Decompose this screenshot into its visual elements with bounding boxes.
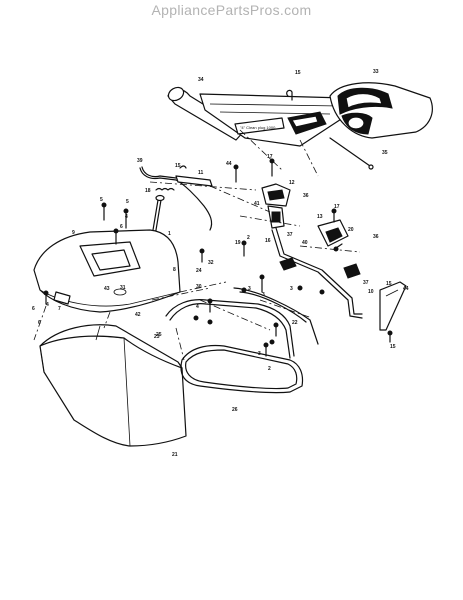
callout-4c: 4	[196, 304, 199, 310]
callout-23: 23	[154, 334, 160, 340]
callout-44: 44	[226, 161, 232, 167]
callout-15c: 15	[386, 281, 392, 287]
mount-brackets	[261, 183, 407, 331]
callout-20: 20	[348, 227, 354, 233]
callout-36b: 36	[373, 234, 379, 240]
callout-3b: 3	[290, 286, 293, 292]
callout-6c: 6	[38, 320, 41, 326]
callout-33: 33	[373, 69, 379, 75]
callout-17: 17	[267, 154, 273, 160]
alignment-lines	[33, 129, 361, 361]
bag-frame	[165, 287, 319, 394]
callout-2b: 2	[268, 366, 271, 372]
callout-5b: 5	[126, 199, 129, 205]
callout-37: 37	[287, 232, 293, 238]
callout-39: 39	[137, 158, 143, 164]
callout-41: 41	[254, 201, 260, 207]
lift-rod-assembly	[139, 165, 213, 273]
callout-32: 32	[208, 260, 214, 266]
callout-38: 18	[145, 188, 151, 194]
callout-37b: 37	[363, 280, 369, 286]
callout-6: 6	[120, 224, 123, 230]
callout-5: 5	[100, 197, 103, 203]
callout-30: 30	[196, 284, 202, 290]
callout-2: 2	[247, 235, 250, 241]
callout-16: 16	[265, 238, 271, 244]
callout-9: 9	[72, 230, 75, 236]
callout-44b: 44	[403, 286, 409, 292]
callout-3: 3	[248, 286, 251, 292]
callout-4b: 4	[46, 302, 49, 308]
callout-3c: 3	[262, 292, 265, 298]
callout-31: 31	[120, 285, 126, 291]
callout-24: 24	[196, 268, 202, 274]
callout-13: 13	[317, 214, 323, 220]
callout-15d: 15	[390, 344, 396, 350]
callout-22: 22	[292, 320, 298, 326]
callout-11: 11	[198, 170, 204, 176]
callout-40: 40	[302, 240, 308, 246]
callout-36: 36	[303, 193, 309, 199]
callout-3d: 3	[258, 351, 261, 357]
callout-labels: 34 15 33 35 39 15 44 11 17 12 18 36 41 1…	[32, 69, 409, 458]
callout-21: 21	[172, 452, 178, 458]
discharge-assembly: "4" Clean plug 1000	[167, 82, 433, 170]
callout-6b: 6	[32, 306, 35, 312]
callout-10: 10	[368, 289, 374, 295]
callout-4: 4	[125, 214, 128, 220]
callout-12: 12	[289, 180, 295, 186]
callout-1: 1	[168, 231, 171, 237]
callout-26: 26	[232, 407, 238, 413]
callout-17b: 17	[334, 204, 340, 210]
callout-34: 34	[198, 77, 204, 83]
callout-42: 42	[135, 312, 141, 318]
callout-43: 43	[104, 286, 110, 292]
bagger-lid	[33, 229, 181, 313]
watermark-text: AppliancePartsPros.com	[151, 2, 312, 18]
grass-bag	[39, 324, 187, 447]
callout-7: 7	[58, 306, 61, 312]
clean-plug-text: "4" Clean plug 1000	[240, 125, 276, 130]
callout-15b: 15	[175, 163, 181, 169]
callout-8: 8	[173, 267, 176, 273]
callout-25: 25	[156, 332, 162, 338]
hardware	[43, 158, 393, 357]
callout-15: 15	[295, 70, 301, 76]
callout-35: 35	[382, 150, 388, 156]
callout-19: 19	[235, 240, 241, 246]
